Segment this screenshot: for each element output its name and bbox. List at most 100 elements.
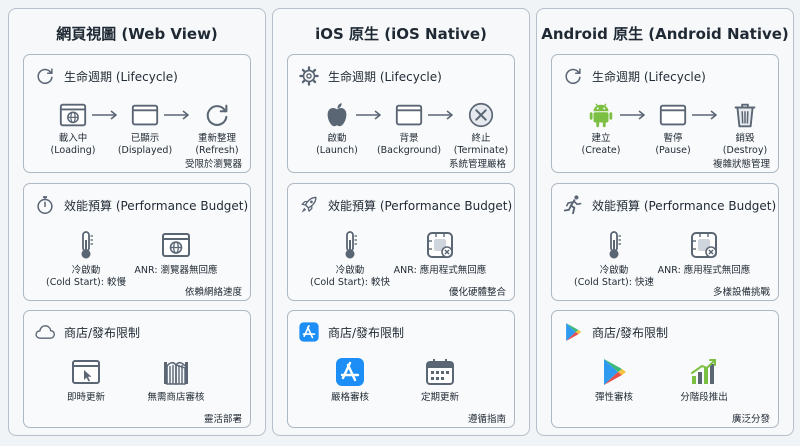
refresh-icon (37, 68, 53, 84)
play-store-icon (566, 323, 582, 341)
card-title: 商店/發布限制 (64, 325, 141, 340)
browser-globe-icon (59, 103, 87, 127)
performance-card: 效能預算 (Performance Budget) 冷啟動(Cold Start)… (551, 183, 779, 301)
android-icon (589, 103, 613, 128)
store-item: 分階段推出 (654, 356, 754, 404)
card-header: 商店/發布限制 (34, 321, 244, 343)
store-label: 彈性審核 (594, 392, 633, 403)
performance-item: ANR: 瀏覽器無回應 (121, 229, 231, 277)
bar-growth-icon (691, 359, 716, 384)
store-items: 即時更新 無需商店審核 (24, 356, 250, 416)
column-panel: 網頁視圖 (Web View)生命週期 (Lifecycle)載入中(Loadi… (8, 8, 266, 436)
performance-line1: ANR: 瀏覽器無回應 (134, 265, 218, 276)
performance-label: 冷啟動(Cold Start): 較快 (295, 265, 405, 289)
step-label-zh: 啟動 (327, 133, 347, 144)
step-label-zh: 暫停 (663, 133, 683, 144)
performance-item: ANR: 應用程式無回應 (649, 229, 759, 277)
store-item: 即時更新 (36, 356, 136, 404)
app-store-icon (336, 358, 364, 386)
step-label-zh: 終止 (471, 133, 491, 144)
store-label: 無需商店審核 (147, 392, 205, 403)
performance-line2: (Cold Start): 較慢 (46, 277, 126, 288)
play-store-icon (604, 359, 626, 385)
store-label: 嚴格審核 (330, 392, 369, 403)
flow-arrow (428, 110, 453, 120)
flow-arrow (164, 110, 189, 120)
store-item: 彈性審核 (564, 356, 664, 404)
lifecycle-step: 銷毀(Destroy) (705, 100, 785, 157)
step-label: 銷毀(Destroy) (705, 133, 785, 157)
step-label-zh: 建立 (591, 133, 611, 144)
card-note: 優化硬體整合 (448, 287, 506, 298)
step-label-en: (Background) (376, 145, 442, 156)
step-label-zh: 重新整理 (197, 133, 236, 144)
card-note: 依賴網絡速度 (184, 287, 242, 298)
performance-line1: 冷啟動 (71, 265, 101, 276)
step-label: 建立(Create) (561, 133, 641, 157)
flow-arrow (356, 110, 381, 120)
performance-line1: ANR: 應用程式無回應 (393, 265, 487, 276)
performance-line1: 冷啟動 (335, 265, 365, 276)
anr-chip-icon (691, 232, 717, 258)
rocket-icon (301, 196, 317, 213)
thermometer-icon (81, 231, 93, 259)
store-card: 商店/發布限制即時更新 無需商店審核靈活部署 (23, 310, 251, 428)
card-title: 商店/發布限制 (592, 325, 669, 340)
step-label-en: (Launch) (316, 145, 358, 156)
lifecycle-step: 暫停(Pause) (633, 100, 713, 157)
lifecycle-step: 已顯示(Displayed) (105, 100, 185, 157)
trash-icon (734, 103, 756, 128)
card-title: 生命週期 (Lifecycle) (64, 69, 178, 84)
store-item: 定期更新 (390, 356, 490, 404)
stopwatch-icon (37, 196, 53, 215)
performance-card: 效能預算 (Performance Budget) 冷啟動(Cold Start)… (23, 183, 251, 301)
card-header: 生命週期 (Lifecycle) (34, 65, 244, 87)
step-label-zh: 載入中 (58, 133, 88, 144)
card-title: 商店/發布限制 (328, 325, 405, 340)
apple-icon (327, 103, 347, 127)
step-label-en: (Create) (581, 145, 621, 156)
card-header: 效能預算 (Performance Budget) (562, 194, 776, 216)
performance-item: 冷啟動(Cold Start): 較慢 (31, 229, 141, 289)
step-label-en: (Loading) (50, 145, 96, 156)
store-label: 即時更新 (66, 392, 105, 403)
card-note: 複雜狀態管理 (712, 159, 770, 170)
performance-line1: ANR: 應用程式無回應 (657, 265, 751, 276)
performance-item: 冷啟動(Cold Start): 較快 (295, 229, 405, 289)
browser-cursor-icon (72, 360, 100, 384)
column-panel: Android 原生 (Android Native)生命週期 (Lifecyc… (536, 8, 794, 436)
card-note: 系統管理嚴格 (448, 159, 506, 170)
step-label: 已顯示(Displayed) (105, 133, 185, 157)
step-label-en: (Terminate) (453, 145, 509, 156)
thermometer-icon (609, 231, 621, 259)
performance-label: ANR: 應用程式無回應 (649, 265, 759, 277)
performance-line2: (Cold Start): 快速 (574, 277, 654, 288)
performance-label: 冷啟動(Cold Start): 較慢 (31, 265, 141, 289)
step-label: 重新整理(Refresh) (177, 133, 257, 157)
card-header: 商店/發布限制 (562, 321, 772, 343)
thermometer-icon (345, 231, 357, 259)
performance-card: 效能預算 (Performance Budget) 冷啟動(Cold Start)… (287, 183, 515, 301)
step-label-zh: 銷毀 (735, 133, 755, 144)
lifecycle-step: 啟動(Launch) (297, 100, 377, 157)
card-header: 效能預算 (Performance Budget) (34, 194, 248, 216)
store-item: 無需商店審核 (126, 356, 226, 404)
card-title: 效能預算 (Performance Budget) (328, 198, 513, 213)
step-label-zh: 已顯示 (130, 133, 160, 144)
column-panel: iOS 原生 (iOS Native)生命週期 (Lifecycle)啟動(La… (272, 8, 530, 436)
app-store-icon (299, 322, 319, 342)
performance-item: 冷啟動(Cold Start): 快速 (559, 229, 669, 289)
card-title: 生命週期 (Lifecycle) (328, 69, 442, 84)
column-title: Android 原生 (Android Native) (541, 25, 789, 43)
performance-label: 冷啟動(Cold Start): 快速 (559, 265, 669, 289)
step-label-en: (Displayed) (117, 145, 173, 156)
store-label: 分階段推出 (680, 392, 728, 403)
gear-icon (299, 66, 319, 86)
browser-window-icon (659, 104, 687, 126)
anr-chip-icon (427, 232, 453, 258)
store-items: 彈性審核 分階段推出 (552, 356, 778, 416)
lifecycle-step: 建立(Create) (561, 100, 641, 157)
card-note: 靈活部署 (203, 414, 242, 425)
lifecycle-flow: 啟動(Launch)背景(Background)終止(Terminate) (288, 100, 514, 160)
